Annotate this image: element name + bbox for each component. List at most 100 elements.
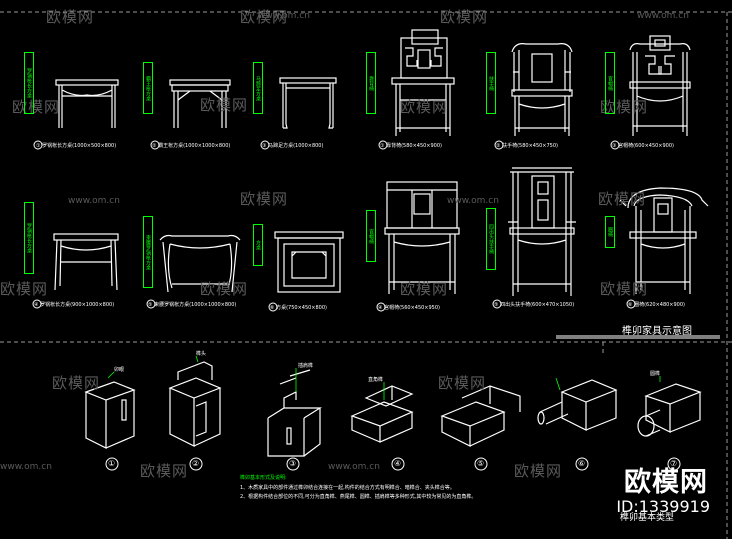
joint-number: ⑦ bbox=[670, 459, 678, 468]
table-drawing-1 bbox=[55, 79, 119, 128]
joint-number: ⑥ bbox=[578, 459, 586, 468]
joints-title: 榫卯基本类型 bbox=[620, 513, 675, 523]
table-drawing-4 bbox=[53, 233, 119, 291]
side-label: 束腰罗锅枨方桌 bbox=[143, 216, 153, 288]
joint-drawing-7 bbox=[637, 383, 702, 437]
number-circle bbox=[575, 457, 589, 471]
number-circle bbox=[260, 140, 270, 150]
furniture-caption: ⑥ 方桌(750×450×800) bbox=[270, 305, 327, 311]
joint-number: ② bbox=[192, 459, 200, 468]
watermark-logo: 欧模网 bbox=[598, 190, 647, 208]
joint-drawing-3 bbox=[267, 369, 323, 457]
watermark-logo: 欧模网 bbox=[438, 374, 487, 392]
watermark-url: www.om.cn bbox=[258, 11, 310, 21]
joint-drawing-5 bbox=[440, 385, 521, 447]
furniture-caption: ③ 马蹄足方桌(1000×800) bbox=[262, 143, 324, 149]
watermark-logo: 欧模网 bbox=[200, 96, 249, 114]
chair-drawing-4 bbox=[384, 181, 460, 294]
joint-drawing-2 bbox=[168, 361, 222, 447]
number-circle bbox=[189, 457, 203, 471]
watermark-url: www.om.cn bbox=[328, 462, 380, 472]
number-circle bbox=[33, 140, 43, 150]
number-circle bbox=[268, 302, 278, 312]
number-circle bbox=[494, 140, 504, 150]
side-label: 霸王枨方桌 bbox=[143, 62, 153, 114]
watermark-logo: 欧模网 bbox=[0, 280, 49, 298]
brand-logo: 欧模网 bbox=[624, 467, 708, 498]
table-drawing-5 bbox=[159, 234, 241, 293]
watermark-logo: 欧模网 bbox=[514, 462, 563, 480]
side-label: 马蹄足方桌 bbox=[253, 62, 263, 114]
joint-number: ⑤ bbox=[477, 459, 485, 468]
side-label: 官帽椅 bbox=[366, 210, 376, 262]
joint-note-line: 2、根据构件结合部位的不同,可分为直角榫、燕尾榫、圆榫、插肩榫等多种形式,其中较… bbox=[240, 494, 477, 500]
chair-drawing-5 bbox=[508, 167, 576, 296]
number-circle bbox=[376, 302, 386, 312]
number-circle bbox=[391, 457, 405, 471]
watermark-logo: 欧模网 bbox=[46, 8, 95, 26]
section-title: 榫卯家具示意图 bbox=[622, 326, 692, 337]
joint-label: 榫头 bbox=[196, 351, 207, 357]
joint-drawing-4 bbox=[350, 385, 414, 443]
furniture-caption: ⑤ 四出头扶手椅(600×470×1050) bbox=[494, 302, 575, 308]
watermark-logo: 欧模网 bbox=[600, 98, 649, 116]
side-label: 方桌 bbox=[253, 224, 263, 266]
number-circle bbox=[626, 299, 636, 309]
watermark-logo: 欧模网 bbox=[52, 374, 101, 392]
joint-number: ④ bbox=[394, 459, 402, 468]
side-label: 罗锅枨长方桌 bbox=[24, 52, 34, 114]
watermark-logo: 欧模网 bbox=[140, 462, 189, 480]
table-drawing-6 bbox=[274, 231, 344, 293]
joint-label: 直角榫 bbox=[368, 377, 384, 383]
joint-note-line: 1、木质家具中的部件通过榫卯结合连接在一起,构件的结合方式有明榫合、暗榫合、夹头… bbox=[240, 485, 455, 491]
watermark-logo: 欧模网 bbox=[200, 280, 249, 298]
watermark-logo: 欧模网 bbox=[600, 280, 649, 298]
side-label: 官帽椅 bbox=[605, 52, 615, 114]
number-circle bbox=[105, 457, 119, 471]
brand-id: ID:1339919 bbox=[616, 497, 710, 516]
watermark-url: www.om.cn bbox=[447, 196, 499, 206]
number-circle bbox=[32, 299, 42, 309]
furniture-caption: ⑥ 圈椅(620×480×900) bbox=[628, 302, 685, 308]
number-circle bbox=[378, 140, 388, 150]
table-drawing-2 bbox=[169, 79, 231, 128]
joint-label: 圆榫 bbox=[650, 371, 661, 377]
side-label: 四出头扶手椅 bbox=[486, 208, 496, 270]
furniture-caption: ④ 官帽椅(560×450×950) bbox=[378, 305, 440, 311]
joint-number: ③ bbox=[289, 459, 297, 468]
joint-drawing-1 bbox=[84, 381, 136, 449]
joint-notes-title: 榫卯基本形式及说明: bbox=[240, 475, 287, 481]
side-label: 靠背椅 bbox=[366, 52, 376, 114]
watermark-logo: 欧模网 bbox=[240, 8, 289, 26]
side-label: 圈椅 bbox=[605, 216, 615, 248]
number-circle bbox=[286, 457, 300, 471]
number-circle bbox=[610, 140, 620, 150]
chair-drawing-3 bbox=[629, 35, 691, 136]
joint-label: 插肩榫 bbox=[298, 363, 314, 369]
side-label: 罗锅枨长方桌 bbox=[24, 202, 34, 274]
watermark-logo: 欧模网 bbox=[12, 98, 61, 116]
furniture-caption: ④ 罗锅枨长方桌(900×1000×800) bbox=[34, 302, 115, 308]
watermark-url: www.om.cn bbox=[637, 11, 689, 21]
watermark-logo: 欧模网 bbox=[400, 280, 449, 298]
watermark-logo: 欧模网 bbox=[240, 190, 289, 208]
chair-drawing-6 bbox=[619, 187, 709, 294]
furniture-caption: ② 扶手椅(580×450×750) bbox=[496, 143, 558, 149]
number-circle bbox=[150, 140, 160, 150]
joint-label: 卯眼 bbox=[114, 367, 125, 373]
number-circle bbox=[474, 457, 488, 471]
furniture-caption: ② 霸王枨方桌(1000×1000×800) bbox=[152, 143, 231, 149]
furniture-caption: ③ 官帽椅(600×450×900) bbox=[612, 143, 674, 149]
joint-drawing-6 bbox=[537, 379, 618, 431]
number-circle bbox=[667, 457, 681, 471]
number-circle bbox=[492, 299, 502, 309]
chair-drawing-1 bbox=[391, 29, 455, 136]
watermark-url: www.om.cn bbox=[0, 462, 52, 472]
number-circle bbox=[146, 299, 156, 309]
side-label: 扶手椅 bbox=[486, 52, 496, 114]
furniture-caption: ⑤ 束腰罗锅枨方桌(1000×1000×800) bbox=[148, 302, 237, 308]
joint-number: ① bbox=[108, 459, 116, 468]
watermark-logo: 欧模网 bbox=[440, 8, 489, 26]
